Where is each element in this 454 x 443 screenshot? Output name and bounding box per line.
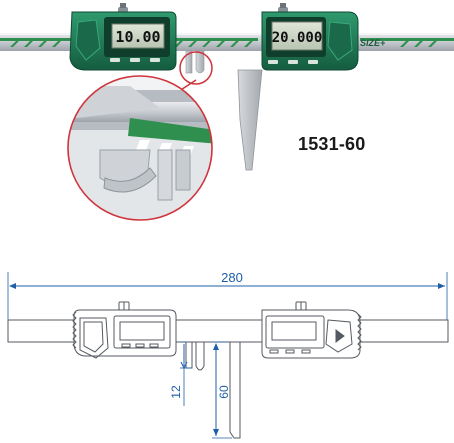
technical-drawing [7, 272, 449, 439]
left-display-reading: 10.00 [115, 28, 160, 46]
small-measuring-jaws [185, 50, 205, 74]
right-lcd-display [271, 21, 323, 51]
left-logo-shield [75, 19, 101, 61]
jaw-depth-label: 60 [217, 385, 231, 399]
caliper-beam [0, 33, 454, 51]
zoom-source-marker [179, 51, 213, 85]
drawing-left-slider [72, 301, 177, 359]
drawing-long-jaw [229, 341, 241, 439]
zoom-detail-circle [67, 75, 213, 221]
overall-length-label: 280 [221, 270, 243, 285]
drawing-right-slider [261, 301, 362, 359]
left-caliper-body: 10.00 [69, 3, 177, 71]
drawing-small-jaws [185, 341, 205, 371]
beam-scale-marks [0, 38, 454, 47]
small-jaw-label: 12 [169, 385, 183, 399]
right-display-reading: 20.000 [272, 30, 323, 46]
long-depth-jaw [237, 69, 263, 171]
caliper-photo: 10.00 20.000 SIZE+ [0, 3, 454, 171]
model-number: 1531-60 [298, 134, 366, 154]
right-logo-shield [327, 21, 353, 61]
left-lcd-display [111, 23, 165, 49]
right-caliper-body: 20.000 SIZE+ [261, 3, 386, 71]
brand-mark: SIZE+ [360, 38, 386, 48]
